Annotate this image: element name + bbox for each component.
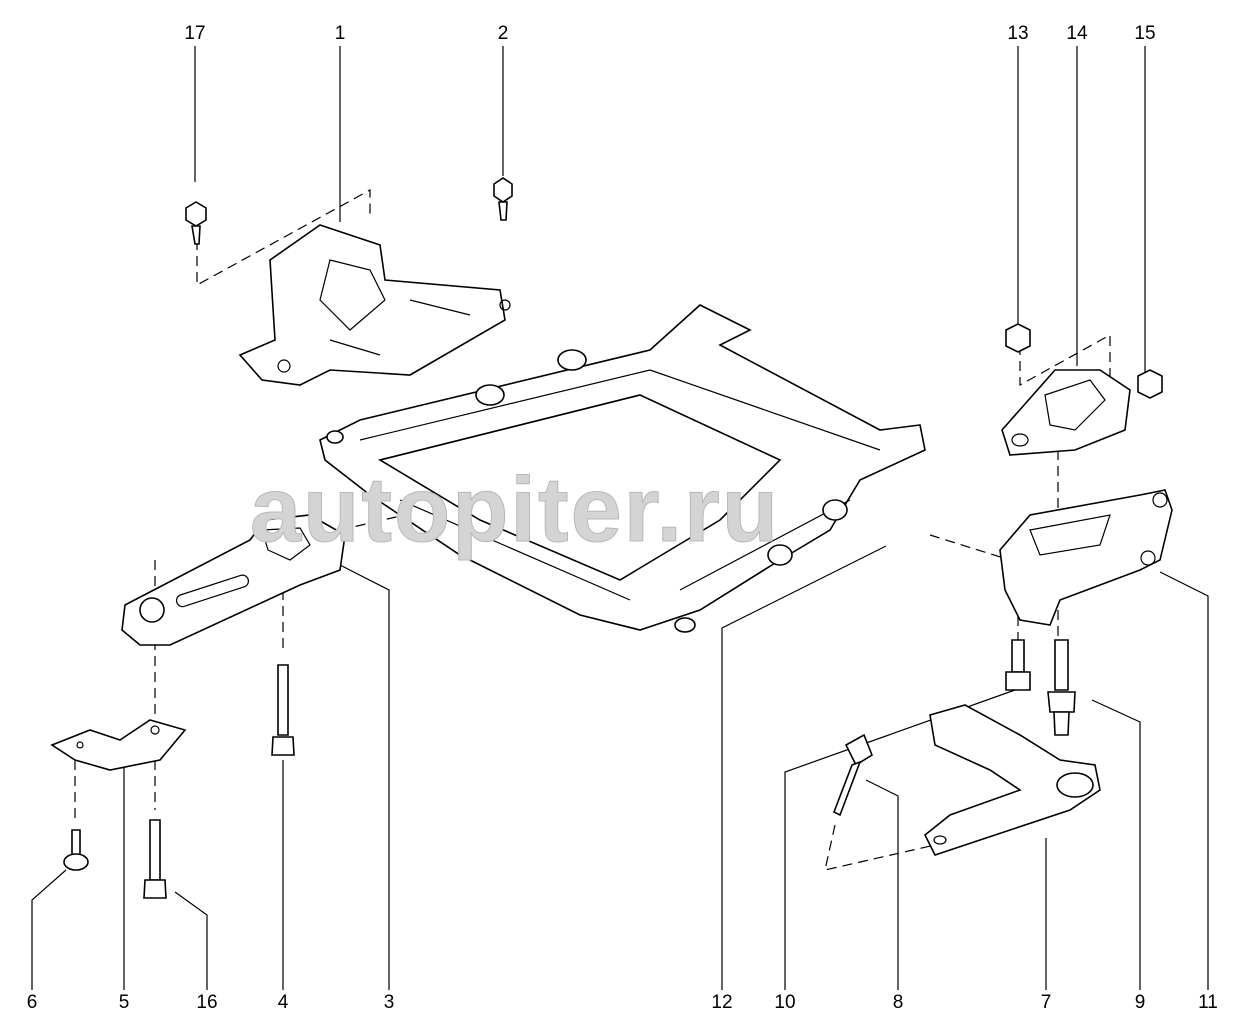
part-9-stud <box>1047 639 1076 736</box>
callout-4: 4 <box>277 992 289 1013</box>
callout-5: 5 <box>118 992 130 1013</box>
part-7-lower-arm <box>923 704 1101 856</box>
part-8-bolt <box>832 733 873 817</box>
callout-10: 10 <box>774 992 796 1013</box>
callout-13: 13 <box>1007 23 1029 44</box>
callout-9: 9 <box>1134 992 1146 1013</box>
part-15-nut <box>1137 369 1163 399</box>
callout-6: 6 <box>26 992 38 1013</box>
part-6-bolt <box>63 829 89 871</box>
part-11-bracket <box>999 489 1173 626</box>
callout-17: 17 <box>184 23 206 44</box>
callout-15: 15 <box>1134 23 1156 44</box>
part-12-subframe <box>319 304 926 633</box>
callout-16: 16 <box>196 992 218 1013</box>
callout-8: 8 <box>892 992 904 1013</box>
part-14-mount <box>1001 369 1131 456</box>
part-16-bolt <box>143 819 167 899</box>
part-5-bracket <box>50 719 187 771</box>
callout-1: 1 <box>334 23 346 44</box>
part-4-bolt <box>271 664 295 756</box>
part-17-bolt <box>185 201 207 245</box>
watermark: autopiter.ru <box>249 459 781 562</box>
callout-7: 7 <box>1040 992 1052 1013</box>
part-13-nut <box>1005 323 1031 353</box>
part-10-bolt <box>1005 639 1031 691</box>
callout-3: 3 <box>383 992 395 1013</box>
callout-14: 14 <box>1066 23 1088 44</box>
callout-2: 2 <box>497 23 509 44</box>
part-1-engine-mount <box>238 224 511 386</box>
callout-12: 12 <box>711 992 733 1013</box>
callout-11: 11 <box>1198 992 1218 1013</box>
part-2-bolt <box>493 177 513 221</box>
part-3-torque-rod <box>121 514 346 646</box>
